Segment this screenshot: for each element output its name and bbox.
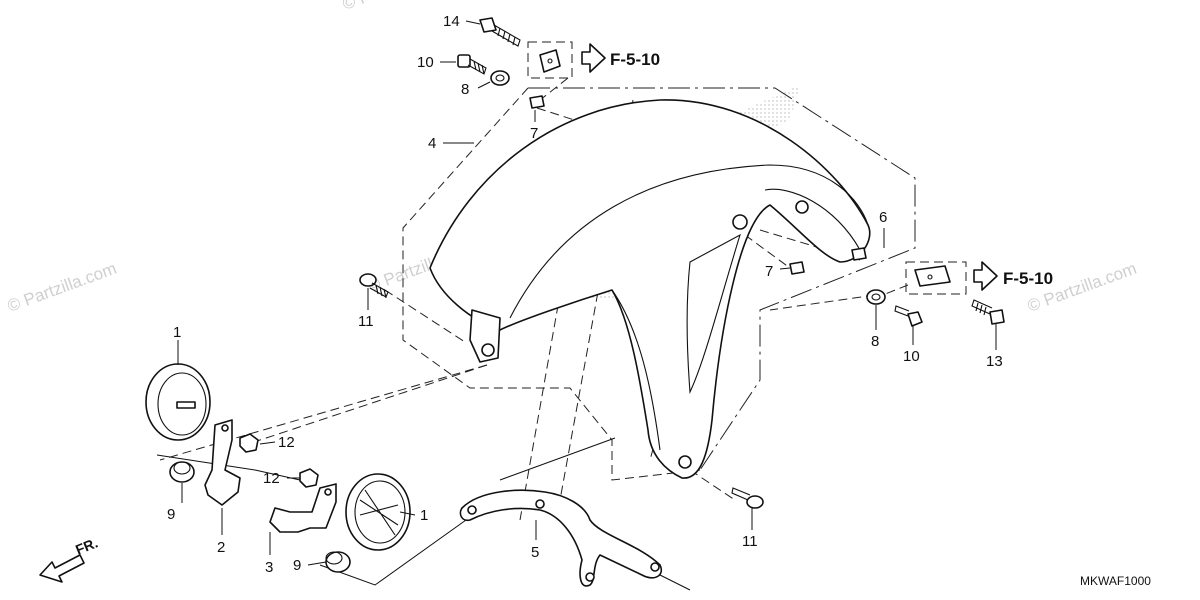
callout-2: 2 (217, 539, 225, 556)
nut-12-upper (239, 433, 259, 453)
reflector-right (345, 473, 411, 551)
clip-nut-upper (527, 41, 573, 79)
reference-arrow-right[interactable]: F-5-10 (973, 261, 1053, 291)
figure-code: MKWAF1000 (1080, 574, 1151, 588)
callout-6: 6 (879, 209, 887, 226)
collar-7-right (789, 261, 805, 275)
grommet-left (169, 461, 195, 483)
fr-label: FR. (73, 534, 100, 557)
callout-8-right: 8 (871, 333, 879, 350)
collar-7-upper (529, 95, 545, 109)
washer-8-right-hole (871, 293, 881, 301)
fr-arrow-icon (39, 554, 85, 583)
reference-arrow-right-text[interactable]: F-5-10 (1003, 269, 1053, 288)
watermark-top: © Partzilla.com (340, 0, 454, 14)
fender-mount-lower-hole (678, 455, 692, 469)
fender-mount-right-hole (732, 214, 748, 230)
callout-1-left: 1 (173, 324, 181, 341)
screw-11-lower (731, 487, 764, 509)
callout-leaders (177, 20, 997, 566)
callout-7-upper: 7 (530, 125, 538, 142)
bolt-10-right (894, 305, 923, 327)
reference-arrow-upper[interactable]: F-5-10 (581, 43, 660, 73)
callout-11-left: 11 (358, 313, 374, 330)
callout-5: 5 (531, 544, 539, 561)
callout-4: 4 (428, 135, 436, 152)
clip-nut-right (905, 261, 967, 295)
fender-mount-left-hole (481, 343, 495, 357)
callout-9-right: 9 (293, 557, 301, 574)
callout-14: 14 (443, 13, 460, 30)
callout-labels: 1 1 2 3 4 5 6 7 7 8 8 9 9 10 10 11 11 12… (167, 13, 1003, 576)
grommet-right (325, 551, 351, 573)
reflector-left (145, 363, 211, 441)
watermark-left: © Partzilla.com (5, 259, 119, 316)
reflector-stay-left (204, 419, 241, 506)
callout-7-right: 7 (765, 263, 773, 280)
assembly-outline-right (528, 87, 916, 471)
screw-11-left (359, 273, 389, 299)
callout-9-left: 9 (167, 506, 175, 523)
callout-13: 13 (986, 353, 1003, 370)
washer-8-upper-hole (495, 74, 505, 82)
bolt-13 (971, 299, 1005, 325)
assembly-outline-left (402, 87, 701, 481)
callout-3: 3 (265, 559, 273, 576)
nut-12-lower (299, 468, 319, 488)
bolt-10-upper (457, 54, 487, 75)
fender-mount-upper-hole (795, 200, 809, 214)
fender-stay-bracket (459, 489, 662, 587)
callout-12-upper: 12 (278, 434, 295, 451)
washer-8-upper (490, 70, 510, 86)
washer-8-right (866, 289, 886, 305)
callout-12-lower: 12 (263, 470, 280, 487)
bolt-14 (479, 17, 521, 47)
callout-11-lower: 11 (742, 533, 758, 550)
reflector-stay-right (269, 483, 337, 533)
callout-8-upper: 8 (461, 81, 469, 98)
front-direction-indicator: FR. (39, 534, 100, 583)
collar-6 (851, 247, 867, 261)
front-fender (429, 99, 871, 479)
reference-arrow-upper-text[interactable]: F-5-10 (610, 50, 660, 69)
callout-10-upper: 10 (417, 54, 434, 71)
callout-10-right: 10 (903, 348, 920, 365)
callout-1-right: 1 (420, 507, 428, 524)
